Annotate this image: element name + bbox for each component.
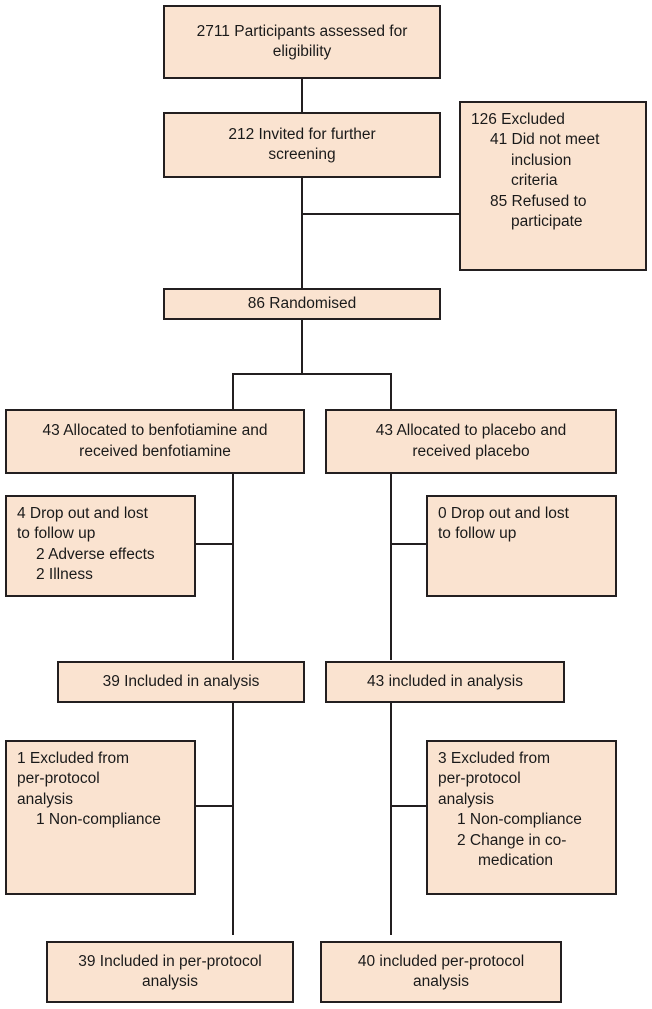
connector-assessed-to-invited (301, 79, 303, 112)
dropout-treatment-line-2: to follow up (17, 525, 96, 543)
connector-randomised-down (301, 320, 303, 374)
connector-treatment-dropout (196, 543, 234, 545)
dropout-treatment-line-3: 2 Adverse effects (36, 545, 155, 563)
invited-line-1: 212 Invited for further (228, 125, 376, 143)
node-per-protocol-excluded-benfotiamine: 1 Excluded from per-protocol analysis 1 … (5, 740, 196, 895)
analysis-placebo-line-1: 43 included in analysis (367, 672, 523, 690)
node-analysis-placebo: 43 included in analysis (325, 661, 565, 703)
pp-excluded-treatment-line-4: 1 Non-compliance (36, 811, 161, 829)
connector-placebo-pp-excluded (390, 805, 426, 807)
excluded-line-5: 85 Refused to (490, 192, 587, 210)
excluded-line-1: 126 Excluded (471, 111, 565, 128)
pp-excluded-placebo-line-3: analysis (438, 790, 494, 808)
dropout-treatment-line-4: 2 Illness (36, 566, 93, 584)
pp-analysis-treatment-line-1: 39 Included in per-protocol (78, 952, 262, 970)
connector-split-right-down (390, 373, 392, 409)
node-dropout-placebo: 0 Drop out and lost to follow up (426, 495, 617, 597)
node-analysis-benfotiamine: 39 Included in analysis (57, 661, 305, 703)
alloc-treatment-line-2: received benfotiamine (79, 442, 231, 460)
node-allocated-placebo: 43 Allocated to placebo and received pla… (325, 409, 617, 474)
excluded-line-6: participate (511, 213, 583, 231)
pp-excluded-placebo-line-2: per-protocol (438, 770, 521, 788)
pp-excluded-placebo-line-5: 2 Change in co- (457, 831, 567, 849)
node-assessed-for-eligibility: 2711 Participants assessed for eligibili… (163, 5, 441, 79)
connector-treatment-spine (232, 474, 234, 660)
excluded-line-2: 41 Did not meet (490, 131, 600, 149)
node-per-protocol-analysis-benfotiamine: 39 Included in per-protocol analysis (46, 941, 294, 1003)
connector-to-excluded (301, 213, 461, 215)
dropout-placebo-line-2: to follow up (438, 525, 517, 543)
pp-analysis-placebo-line-1: 40 included per-protocol (357, 952, 525, 970)
connector-randomisation-split (232, 373, 392, 375)
excluded-line-3: inclusion (511, 151, 572, 169)
node-per-protocol-excluded-placebo: 3 Excluded from per-protocol analysis 1 … (426, 740, 617, 895)
node-per-protocol-analysis-placebo: 40 included per-protocol analysis (320, 941, 562, 1003)
dropout-treatment-line-1: 4 Drop out and lost (17, 505, 148, 522)
pp-analysis-placebo-line-2: analysis (413, 973, 469, 990)
pp-excluded-placebo-line-6: medication (478, 852, 553, 870)
pp-analysis-treatment-line-2: analysis (142, 973, 198, 990)
alloc-treatment-line-1: 43 Allocated to benfotiamine and (42, 422, 268, 440)
connector-placebo-dropout (390, 543, 426, 545)
invited-line-2: screening (268, 146, 336, 163)
connector-invited-down (301, 178, 303, 288)
node-allocated-benfotiamine: 43 Allocated to benfotiamine and receive… (5, 409, 305, 474)
excluded-line-4: criteria (511, 172, 558, 190)
pp-excluded-placebo-line-4: 1 Non-compliance (457, 811, 582, 829)
analysis-treatment-line-1: 39 Included in analysis (102, 672, 260, 690)
assessed-line-1: 2711 Participants assessed for (196, 22, 408, 40)
pp-excluded-placebo-line-1: 3 Excluded from (438, 750, 550, 767)
randomised-line-1: 86 Randomised (247, 294, 357, 312)
pp-excluded-treatment-line-3: analysis (17, 790, 73, 808)
connector-split-left-down (232, 373, 234, 409)
node-invited-for-screening: 212 Invited for further screening (163, 112, 441, 178)
node-randomised: 86 Randomised (163, 288, 441, 320)
connector-treatment-spine-lower (232, 703, 234, 935)
connector-treatment-pp-excluded (196, 805, 234, 807)
assessed-line-2: eligibility (272, 43, 332, 60)
node-excluded: 126 Excluded 41 Did not meet inclusion c… (459, 101, 647, 271)
dropout-placebo-line-1: 0 Drop out and lost (438, 505, 569, 522)
node-dropout-benfotiamine: 4 Drop out and lost to follow up 2 Adver… (5, 495, 196, 597)
pp-excluded-treatment-line-2: per-protocol (17, 770, 100, 788)
alloc-placebo-line-1: 43 Allocated to placebo and (375, 422, 567, 440)
connector-placebo-spine-lower (390, 703, 392, 935)
pp-excluded-treatment-line-1: 1 Excluded from (17, 750, 129, 767)
connector-placebo-spine (390, 474, 392, 660)
alloc-placebo-line-2: received placebo (412, 442, 530, 460)
